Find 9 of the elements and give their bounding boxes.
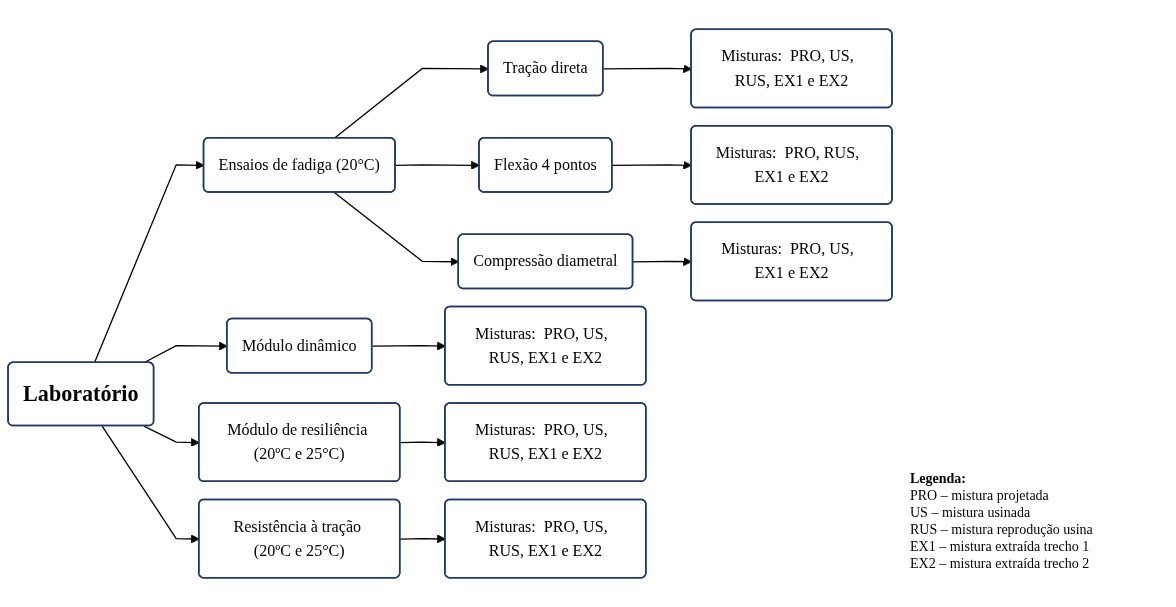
legend-entry: PRO – mistura projetada xyxy=(910,488,1049,503)
legend-entry: US – mistura usinada xyxy=(910,505,1031,520)
legend-entry: RUS – mistura reprodução usina xyxy=(910,522,1093,537)
arrow xyxy=(632,257,692,267)
arrow xyxy=(602,64,692,74)
legend-heading: Legenda: xyxy=(910,470,967,487)
legend-entry: EX2 – mistura extraída trecho 2 xyxy=(910,556,1090,571)
legend-entry: EX1 – mistura extraída trecho 1 xyxy=(910,539,1090,554)
arrow xyxy=(611,160,692,170)
